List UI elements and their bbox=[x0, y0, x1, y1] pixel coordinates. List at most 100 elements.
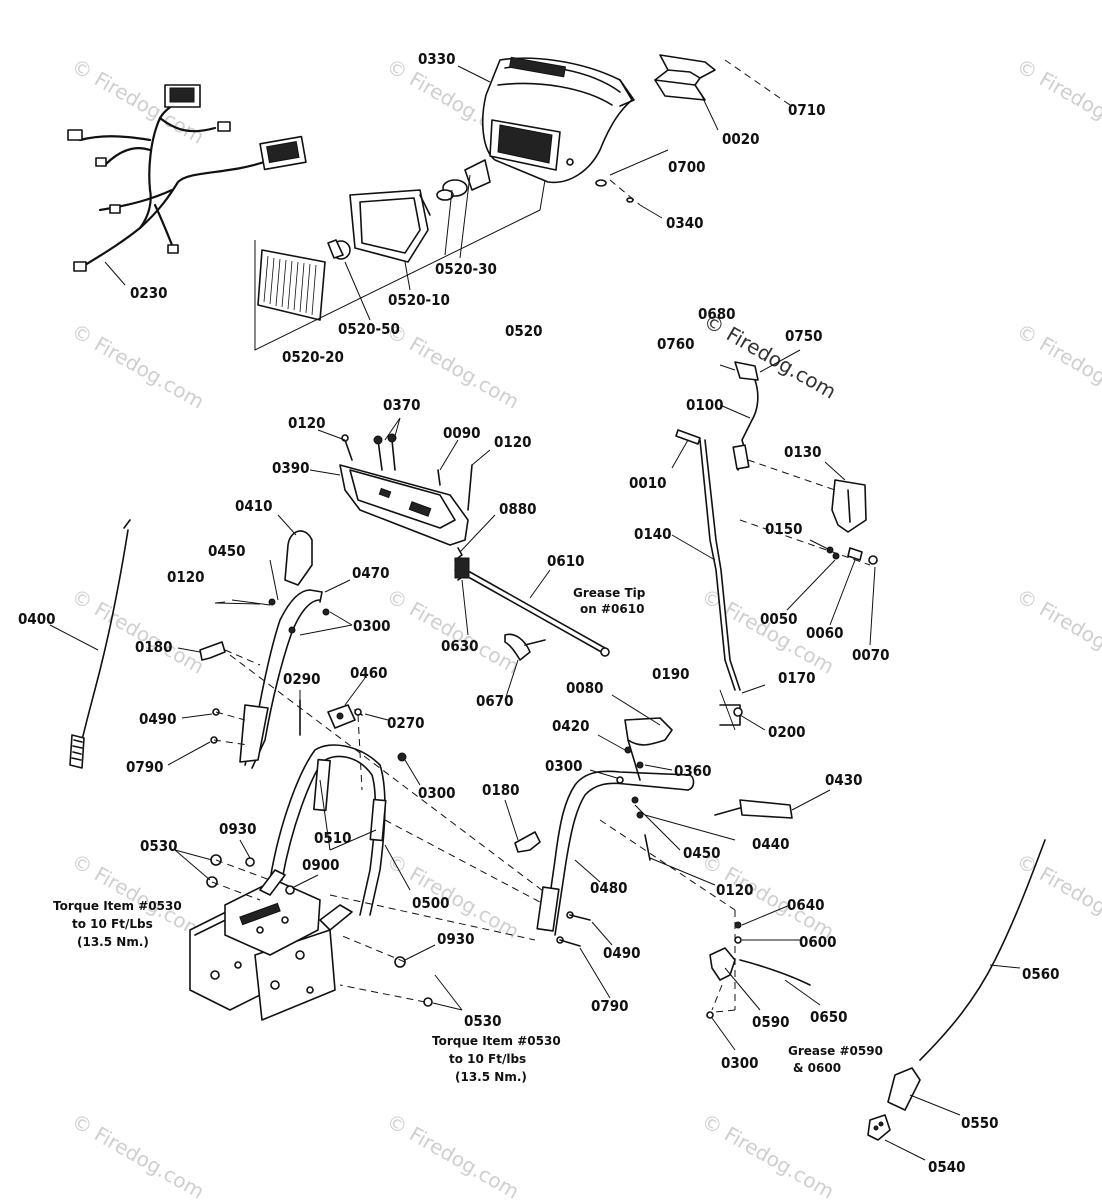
part-label: 0540 bbox=[928, 1158, 966, 1176]
part-label: 0710 bbox=[788, 101, 826, 119]
part-label: 0090 bbox=[443, 424, 481, 442]
part-label: 0590 bbox=[752, 1013, 790, 1031]
watermark: © Firedog.com bbox=[1013, 584, 1102, 679]
left-handle bbox=[167, 514, 353, 769]
part-label: 0200 bbox=[768, 723, 806, 741]
cable-0400 bbox=[49, 519, 131, 769]
watermark: © Firedog.com bbox=[1013, 54, 1102, 149]
part-label: 0300 bbox=[418, 784, 456, 802]
part-label: 0630 bbox=[441, 637, 479, 655]
part-label: 0290 bbox=[283, 670, 321, 688]
part-label: 0930 bbox=[437, 930, 475, 948]
part-label: 0480 bbox=[590, 879, 628, 897]
part-label: 0490 bbox=[603, 944, 641, 962]
part-label: 0650 bbox=[810, 1008, 848, 1026]
part-label: 0120 bbox=[288, 414, 326, 432]
torque-note-left: to 10 Ft/Lbs bbox=[72, 917, 153, 931]
part-label: 0130 bbox=[784, 443, 822, 461]
mounting-plates bbox=[174, 839, 353, 1021]
part-label: 0470 bbox=[352, 564, 390, 582]
torque-note-bottom: (13.5 Nm.) bbox=[455, 1070, 527, 1084]
lower-frame bbox=[269, 744, 421, 916]
part-label: 0460 bbox=[350, 664, 388, 682]
part-label: 0420 bbox=[552, 717, 590, 735]
part-label: 0550 bbox=[961, 1114, 999, 1132]
part-label: 0100 bbox=[686, 396, 724, 414]
part-label: 0050 bbox=[760, 610, 798, 628]
panel-bracket bbox=[309, 417, 491, 546]
torque-note-left: Torque Item #0530 bbox=[53, 899, 182, 913]
grease-tip-note: on #0610 bbox=[580, 602, 644, 616]
part-label: 0530 bbox=[464, 1012, 502, 1030]
part-label: 0520 bbox=[505, 322, 543, 340]
part-label: 0880 bbox=[499, 500, 537, 518]
part-label: 0300 bbox=[353, 617, 391, 635]
part-label: 0520-20 bbox=[282, 348, 344, 366]
part-label: 0610 bbox=[547, 552, 585, 570]
part-label: 0060 bbox=[806, 624, 844, 642]
part-label: 0520-30 bbox=[435, 260, 497, 278]
torque-note-bottom: to 10 Ft/lbs bbox=[449, 1052, 526, 1066]
part-label: 0230 bbox=[130, 284, 168, 302]
lower-fasteners bbox=[339, 934, 463, 1011]
part-label: 0900 bbox=[302, 856, 340, 874]
grease-tip-note: Grease Tip bbox=[573, 586, 646, 600]
part-label: 0360 bbox=[674, 762, 712, 780]
spring-and-rod bbox=[454, 514, 610, 701]
watermark: © Firedog.com bbox=[1013, 319, 1102, 414]
part-label: 0670 bbox=[476, 692, 514, 710]
part-label: 0790 bbox=[126, 758, 164, 776]
watermark: © Firedog.com bbox=[698, 1109, 839, 1200]
part-labels: 0330 0710 0020 0700 0340 0230 0520-30 05… bbox=[18, 50, 1060, 1176]
part-label: 0270 bbox=[387, 714, 425, 732]
part-label: 0410 bbox=[235, 497, 273, 515]
part-label: 0330 bbox=[418, 50, 456, 68]
part-label: 0600 bbox=[799, 933, 837, 951]
part-label: 0370 bbox=[383, 396, 421, 414]
part-label: 0520-10 bbox=[388, 291, 450, 309]
part-label: 0150 bbox=[765, 520, 803, 538]
torque-note-bottom: Torque Item #0530 bbox=[432, 1034, 561, 1048]
lower-right-bracket bbox=[706, 904, 821, 1051]
wiring-harness bbox=[67, 84, 307, 272]
assembly-notes: Grease Tip on #0610 Torque Item #0530 to… bbox=[53, 586, 883, 1084]
part-label: 0530 bbox=[140, 837, 178, 855]
light-bulb-assembly bbox=[257, 159, 491, 321]
part-label: 0020 bbox=[722, 130, 760, 148]
part-label: 0140 bbox=[634, 525, 672, 543]
part-label: 0300 bbox=[545, 757, 583, 775]
part-label: 0700 bbox=[668, 158, 706, 176]
watermark: © Firedog.com bbox=[1013, 849, 1102, 944]
part-label: 0680 bbox=[698, 305, 736, 323]
torque-note-left: (13.5 Nm.) bbox=[77, 935, 149, 949]
part-label: 0450 bbox=[208, 542, 246, 560]
grease-0590-note: Grease #0590 bbox=[788, 1044, 883, 1058]
headlight-housing bbox=[481, 56, 635, 184]
part-label: 0760 bbox=[657, 335, 695, 353]
part-label: 0500 bbox=[412, 894, 450, 912]
part-label: 0300 bbox=[721, 1054, 759, 1072]
watermark: © Firedog.com bbox=[383, 1109, 524, 1200]
part-label: 0340 bbox=[666, 214, 704, 232]
part-label: 0070 bbox=[852, 646, 890, 664]
part-label: 0440 bbox=[752, 835, 790, 853]
part-label: 0190 bbox=[652, 665, 690, 683]
part-label: 0390 bbox=[272, 459, 310, 477]
center-brackets bbox=[299, 677, 389, 791]
watermark: © Firedog.com bbox=[383, 584, 524, 679]
part-label: 0120 bbox=[494, 433, 532, 451]
part-label: 0750 bbox=[785, 327, 823, 345]
cable-0560 bbox=[867, 839, 1046, 1161]
part-label: 0560 bbox=[1022, 965, 1060, 983]
part-label: 0640 bbox=[787, 896, 825, 914]
watermark-layer: © Firedog.com © Firedog.com © Firedog.co… bbox=[68, 54, 1102, 1200]
part-label: 0120 bbox=[167, 568, 205, 586]
part-label: 0450 bbox=[683, 844, 721, 862]
part-label: 0490 bbox=[139, 710, 177, 728]
headlight-leaders bbox=[104, 59, 791, 351]
part-label: 0170 bbox=[778, 669, 816, 687]
control-lever-assembly bbox=[671, 349, 878, 731]
part-label: 0120 bbox=[716, 881, 754, 899]
part-label: 0930 bbox=[219, 820, 257, 838]
